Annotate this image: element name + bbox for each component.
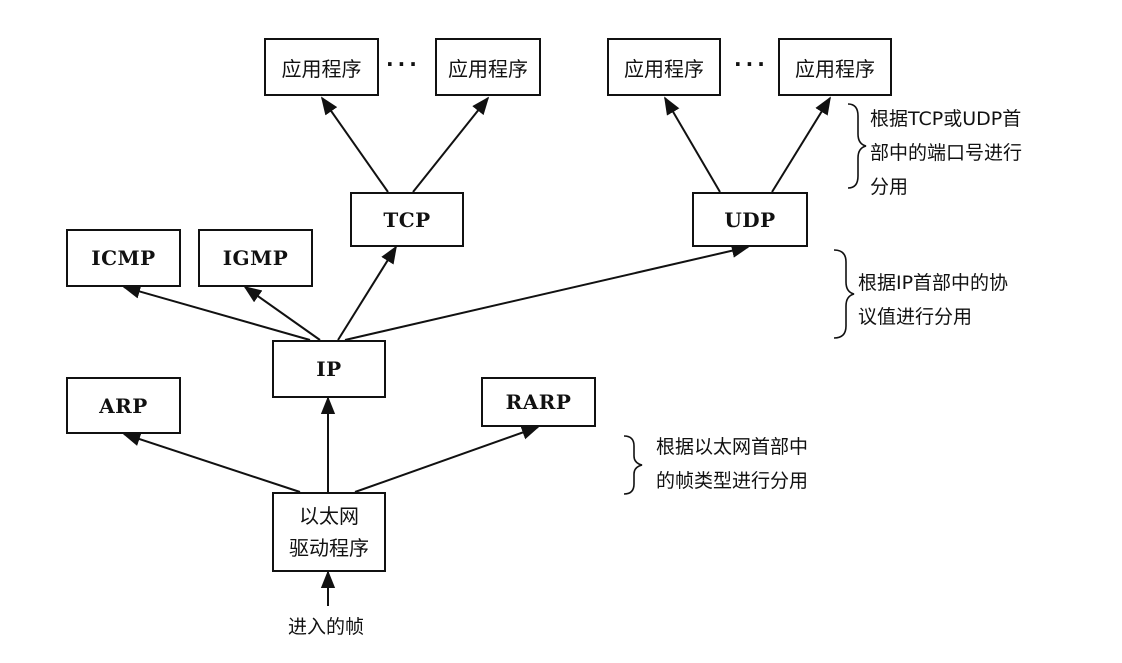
icmp-label: ICMP <box>91 246 156 270</box>
tcp-label: TCP <box>383 207 431 232</box>
application-box: 应用程序 <box>264 38 379 96</box>
arrow-udp-to-app1 <box>664 96 721 193</box>
ip-label: IP <box>316 357 342 381</box>
note-line: 分用 <box>870 176 909 198</box>
ethernet-demux-note: 根据以太网首部中 的帧类型进行分用 <box>656 430 808 498</box>
note-line: 根据以太网首部中 <box>656 436 809 458</box>
ethernet-driver-line1: 以太网 <box>299 504 359 528</box>
ethernet-driver-box: 以太网 驱动程序 <box>272 492 386 572</box>
ellipsis: ··· <box>734 52 769 76</box>
application-box: 应用程序 <box>435 38 541 96</box>
arrow-ip-to-igmp <box>243 285 321 341</box>
ip-demux-note: 根据IP首部中的协 议值进行分用 <box>858 266 1008 334</box>
rarp-label: RARP <box>505 390 572 414</box>
application-label: 应用程序 <box>624 56 704 81</box>
application-label: 应用程序 <box>281 56 362 81</box>
igmp-box: IGMP <box>198 229 313 287</box>
arp-label: ARP <box>99 393 148 418</box>
brace-port <box>847 103 867 189</box>
arrow-ip-to-tcp <box>337 245 397 341</box>
rarp-box: RARP <box>481 377 596 427</box>
udp-box: UDP <box>692 192 808 247</box>
note-line: 议值进行分用 <box>858 306 973 328</box>
igmp-label: IGMP <box>222 246 289 270</box>
note-line: 部中的端口号进行 <box>870 142 1023 164</box>
arrow-tcp-to-app1 <box>320 96 389 193</box>
note-line: 的帧类型进行分用 <box>656 470 809 492</box>
ellipsis: ··· <box>386 52 421 76</box>
arrow-ip-to-icmp <box>122 284 311 341</box>
udp-label: UDP <box>724 207 776 232</box>
application-label: 应用程序 <box>795 56 875 81</box>
ip-box: IP <box>272 340 386 398</box>
port-demux-note: 根据TCP或UDP首 部中的端口号进行 分用 <box>870 102 1022 204</box>
arrow-eth-to-arp <box>122 432 301 493</box>
application-box: 应用程序 <box>607 38 721 96</box>
ethernet-driver-line2: 驱动程序 <box>289 536 369 560</box>
arrow-udp-to-app2 <box>771 96 831 193</box>
arp-box: ARP <box>66 377 181 434</box>
note-line: 根据TCP或UDP首 <box>870 108 1022 130</box>
application-label: 应用程序 <box>448 56 528 81</box>
brace-ip <box>833 249 855 339</box>
note-line: 根据IP首部中的协 <box>858 272 1009 294</box>
tcp-box: TCP <box>350 192 464 247</box>
incoming-frame-label: 进入的帧 <box>288 616 365 638</box>
brace-ethernet <box>623 435 643 495</box>
arrow-eth-to-rarp <box>354 425 540 493</box>
arrow-ip-to-udp <box>344 243 750 341</box>
icmp-box: ICMP <box>66 229 181 287</box>
arrow-tcp-to-app2 <box>412 96 490 193</box>
application-box: 应用程序 <box>778 38 892 96</box>
